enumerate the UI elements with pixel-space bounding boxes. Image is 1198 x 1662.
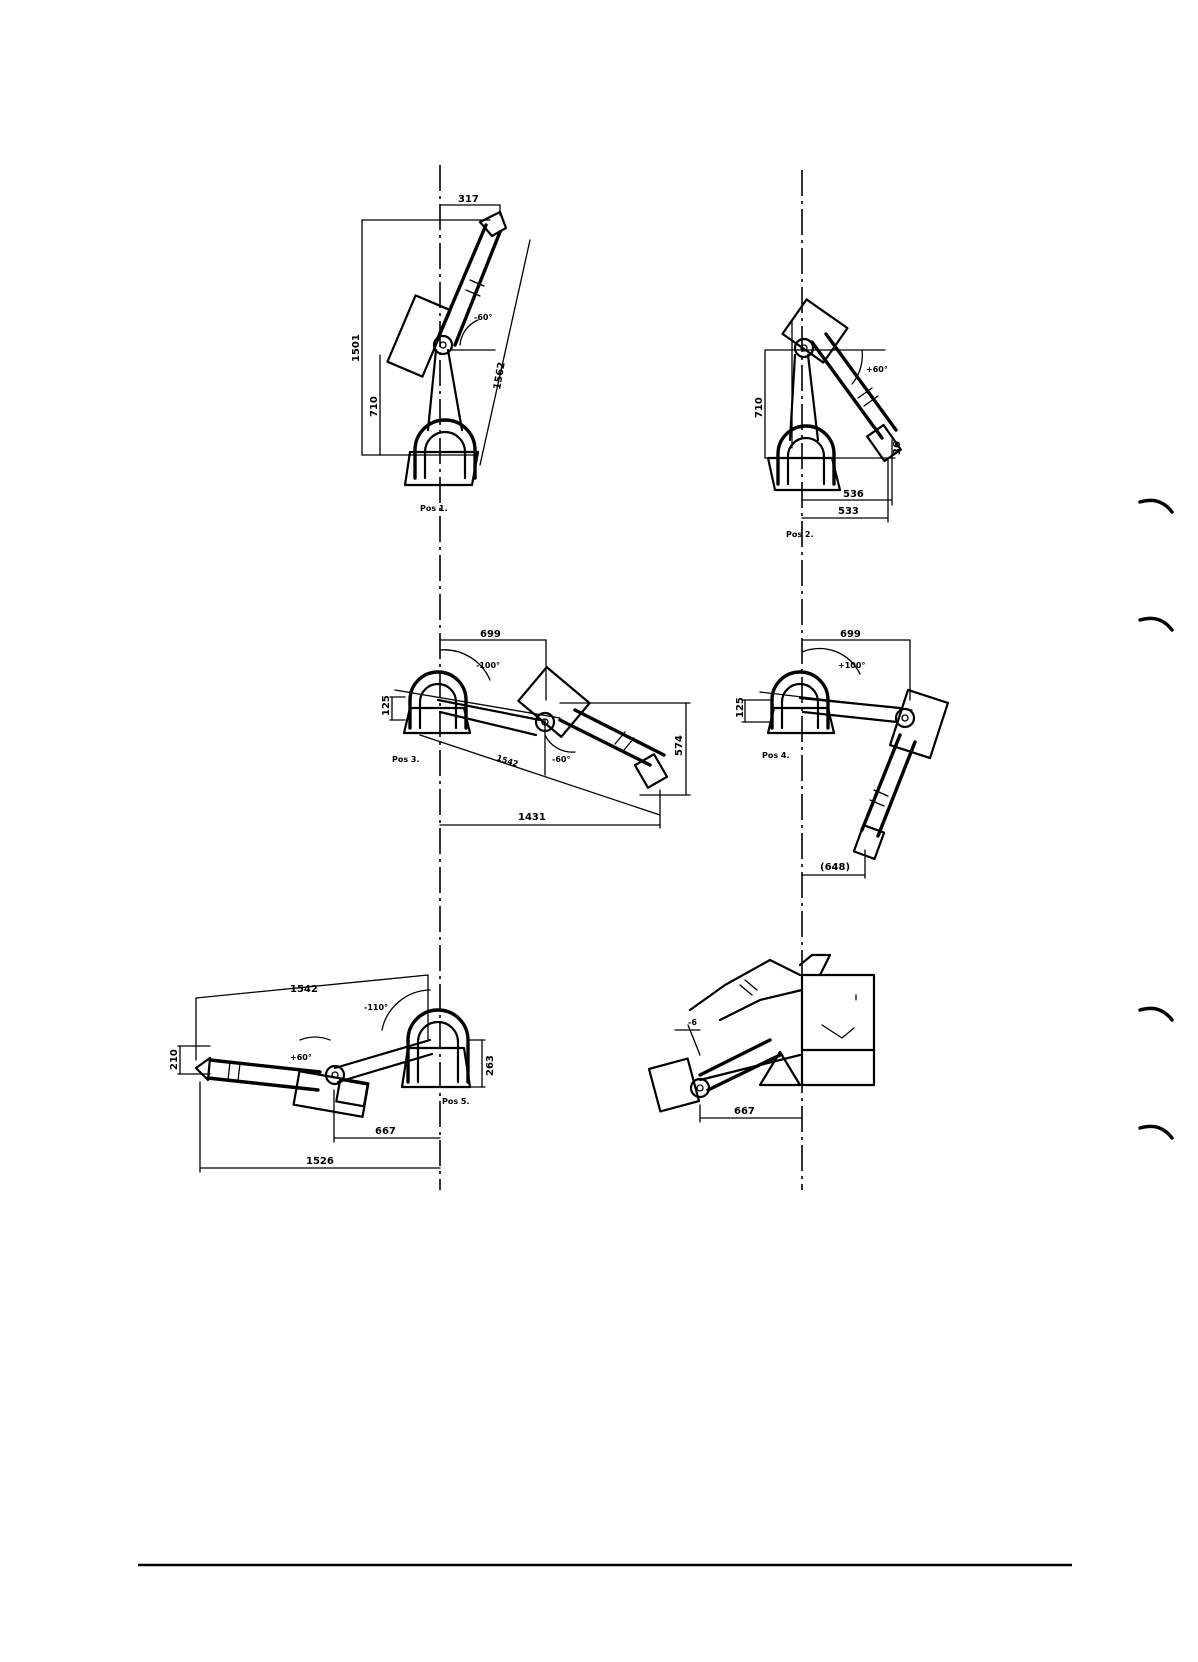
pos3-caption: Pos 3. xyxy=(392,755,420,764)
pos5-caption: Pos 5. xyxy=(442,1097,470,1106)
figure-pos3: 699 -100° 125 574 -60° 1542 1431 Pos 3. xyxy=(381,629,690,828)
pos6-dim-bottom: 667 xyxy=(734,1106,755,1117)
pos4-angle: +100° xyxy=(838,661,865,670)
pos5-dim-mid: 667 xyxy=(375,1126,396,1137)
pos2-dim-a: 536 xyxy=(843,489,864,500)
pos5-dim-left: 210 xyxy=(169,1049,180,1070)
pos1-dim-top: 317 xyxy=(458,194,479,205)
pos5-angle-a: -110° xyxy=(364,1003,388,1012)
pos2-angle: +60° xyxy=(866,365,888,374)
pos5-dim-top: 1542 xyxy=(290,984,318,995)
pos4-caption: Pos 4. xyxy=(762,751,790,760)
pos6-angle: -6 xyxy=(688,1018,697,1027)
pos2-dim-b: 533 xyxy=(838,506,859,517)
binding-hole-marks xyxy=(1140,500,1172,1138)
pos4-dim-bottom: (648) xyxy=(820,862,850,873)
pos2-dim-height: 710 xyxy=(754,397,765,418)
pos1-dim-mid: 710 xyxy=(369,396,380,417)
pos1-caption: Pos 1. xyxy=(420,504,448,513)
figure-pos5: 1542 -110° +60° 210 263 Pos 5. 667 1526 xyxy=(169,975,496,1172)
pos3-angle-a: -100° xyxy=(476,661,500,670)
pos2-dim-small: 36 xyxy=(892,441,903,455)
pos3-dim-left: 125 xyxy=(381,695,392,716)
pos4-dim-top: 699 xyxy=(840,629,861,640)
pos1-dim-height: 1501 xyxy=(351,334,362,362)
pos5-dim-right: 263 xyxy=(485,1055,496,1076)
pos3-dim-reach: 1542 xyxy=(495,753,519,768)
pos5-angle-b: +60° xyxy=(290,1053,312,1062)
pos1-angle: -60° xyxy=(474,313,492,322)
figure-pos6: -6 667 xyxy=(649,955,874,1122)
pos3-dim-top: 699 xyxy=(480,629,501,640)
pos4-dim-left: 125 xyxy=(735,697,746,718)
pos1-dim-reach: 1562 xyxy=(492,361,508,390)
figure-pos2: 710 +60° 36 536 533 Pos 2. xyxy=(754,299,903,539)
centerlines xyxy=(440,165,802,1190)
pos3-angle-b: -60° xyxy=(552,755,570,764)
pos5-dim-bottom: 1526 xyxy=(306,1156,334,1167)
figure-pos4: 699 +100° 125 Pos 4. (648) xyxy=(735,629,948,878)
pos3-dim-right: 574 xyxy=(674,735,685,756)
figure-pos1: 317 1501 710 1562 -60° Pos 1. xyxy=(351,194,530,513)
pos2-caption: Pos 2. xyxy=(786,530,814,539)
pos3-dim-bottom: 1431 xyxy=(518,812,546,823)
